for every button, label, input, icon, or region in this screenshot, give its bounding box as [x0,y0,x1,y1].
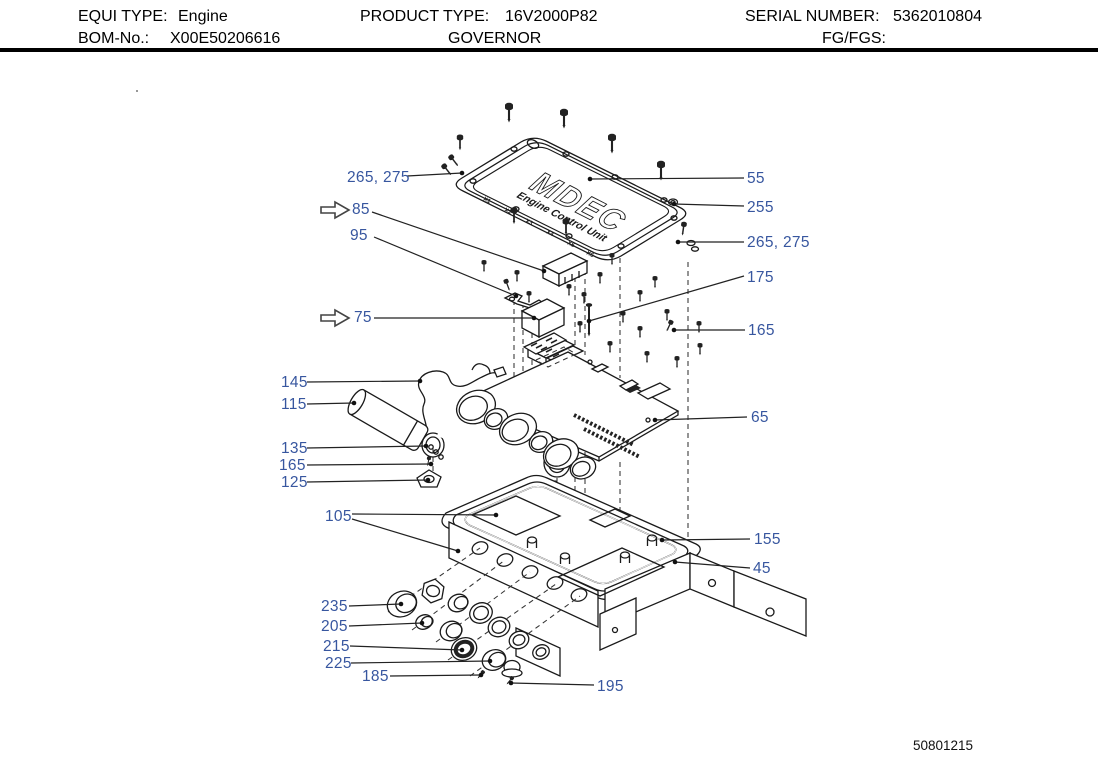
drawing-number: 50801215 [913,738,974,753]
capacitor-115 [347,388,429,451]
grommet-195 [501,659,523,678]
callout-235: 235 [321,598,348,615]
callout-175: 175 [747,269,774,286]
callout-45: 45 [753,560,771,577]
callout-205: 205 [321,618,348,635]
cover-connector-markers: X1 X2 X3 X4 X5 X6 [482,196,595,259]
callout-265-275-left: 265, 275 [347,169,410,186]
equi-type-value: Engine [178,8,228,25]
pointer-arrow-icon [320,308,352,328]
tray-posts [526,534,658,564]
pointer-arrow-icon [320,200,352,220]
svg-text:X2: X2 [503,207,513,216]
assembly-name: GOVERNOR [448,30,542,47]
tray-wall-holes [471,541,588,602]
callout-145: 145 [281,374,308,391]
callout-265-275-right: 265, 275 [747,234,810,251]
housing-tray-45 [441,474,807,678]
callout-195: 195 [597,678,624,695]
svg-text:X4: X4 [545,229,555,238]
callout-55: 55 [747,170,765,187]
serial-number-label: SERIAL NUMBER: [745,8,880,25]
callout-185: 185 [362,668,389,685]
svg-text:X3: X3 [524,218,534,227]
product-type-value: 16V2000P82 [505,8,598,25]
equi-type-label: EQUI TYPE: [78,8,168,25]
callout-165-right: 165 [748,322,775,339]
callout-135: 135 [281,440,308,457]
svg-text:X1: X1 [482,196,492,205]
product-type-label: PRODUCT TYPE: [360,8,490,25]
circuit-board-65 [455,332,680,480]
callout-85: 85 [352,201,370,218]
callout-255: 255 [747,199,774,216]
fg-fgs-label: FG/FGS: [822,30,886,47]
ecu-cover: MDEC Engine Control Unit X1 X2 X3 X4 X5 … [439,101,700,261]
bom-no-label: BOM-No.: [78,30,150,47]
callout-165-left: 165 [279,457,306,474]
callout-225: 225 [325,655,352,672]
serial-number-value: 5362010804 [893,8,982,25]
svg-text:X5: X5 [566,240,576,249]
callout-125: 125 [281,474,308,491]
cable-145 [417,370,501,439]
callout-95: 95 [350,227,368,244]
bom-no-value: X00E50206616 [170,30,281,47]
clamp-135 [421,428,450,458]
svg-text:X6: X6 [585,250,595,259]
board-connectors [455,389,597,480]
callout-215: 215 [323,638,350,655]
bracket-85 [541,252,589,288]
callout-115: 115 [281,396,307,413]
callout-65: 65 [751,409,769,426]
header-divider [0,48,1098,52]
leader-lines [306,170,751,686]
callout-75: 75 [354,309,372,326]
mid-hardware [480,252,704,369]
callout-155: 155 [754,531,781,548]
callout-105: 105 [325,508,352,525]
